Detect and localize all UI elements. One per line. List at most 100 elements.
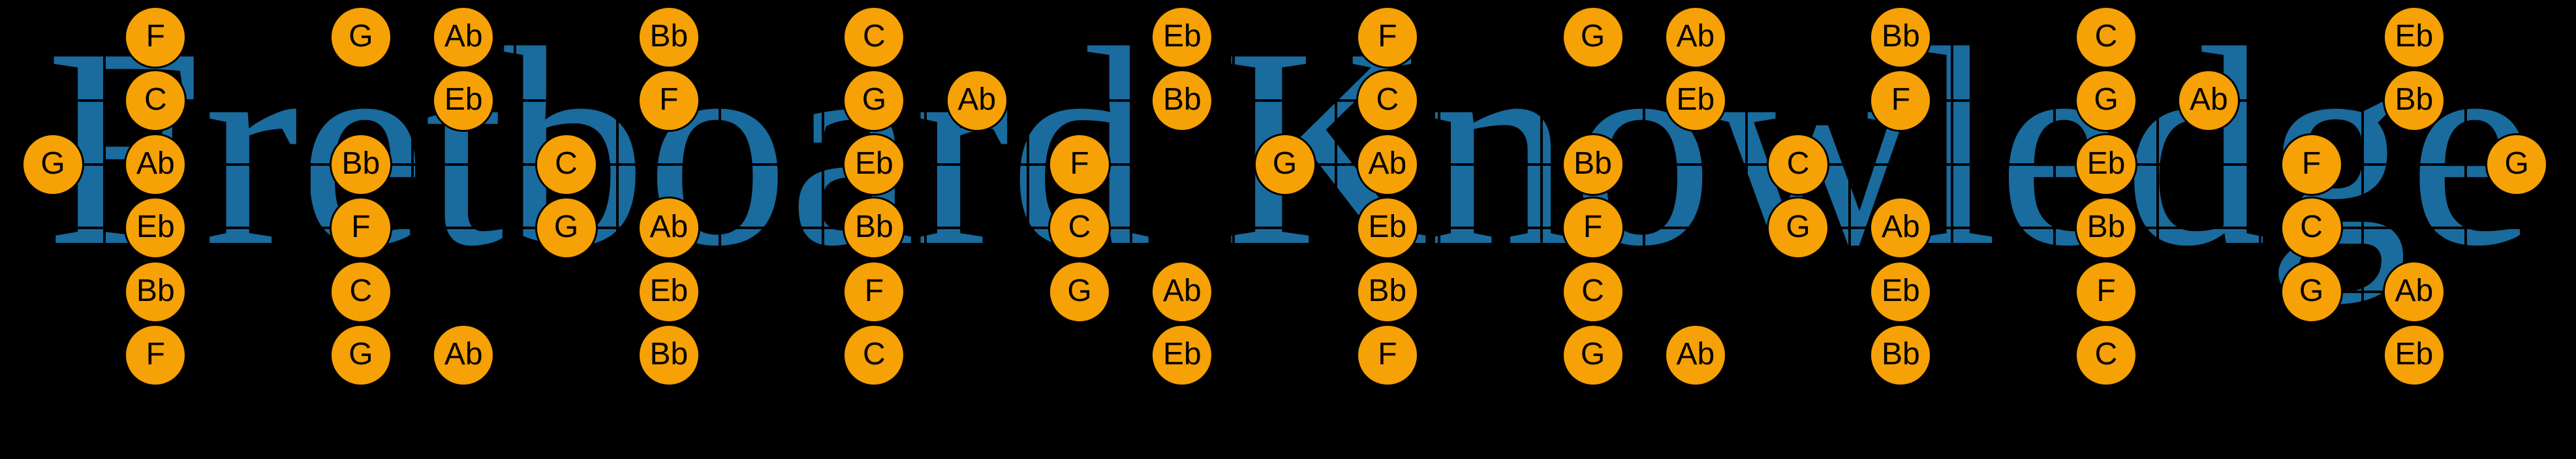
note-label: G [1580, 19, 1606, 54]
fret-line [1643, 36, 1646, 356]
note-label: Bb [1162, 82, 1202, 118]
note-label: G [861, 82, 887, 118]
note-marker: C [843, 324, 906, 387]
note-marker: G [329, 6, 392, 69]
note-marker: G [843, 69, 906, 133]
note-label: Eb [855, 146, 893, 181]
note-marker: C [2280, 197, 2343, 260]
note-marker: F [1356, 6, 1419, 69]
note-marker: F [1356, 324, 1419, 387]
note-marker: C [1048, 197, 1111, 260]
note-marker: Ab [432, 324, 495, 387]
note-label: C [1068, 210, 1091, 245]
note-label: Ab [1676, 337, 1715, 372]
fret-line [719, 36, 722, 356]
note-marker: Bb [637, 6, 700, 69]
fret-line [2361, 36, 2365, 356]
note-label: Bb [136, 273, 175, 308]
fret-line [1540, 36, 1543, 356]
note-label: Bb [2087, 210, 2126, 245]
note-label: G [349, 337, 373, 372]
fret-line [821, 36, 824, 356]
string-line [20, 227, 2556, 230]
note-marker: Eb [2382, 6, 2445, 69]
note-label: Bb [341, 146, 380, 181]
note-marker: G [2075, 69, 2137, 133]
note-label: F [1378, 337, 1397, 372]
note-marker: Ab [1356, 133, 1419, 196]
fret-line [1951, 36, 1954, 356]
fret-line [2464, 36, 2467, 356]
note-label: Eb [1368, 210, 1407, 245]
note-marker: G [535, 197, 598, 260]
note-label: G [40, 146, 65, 181]
fret-line [308, 36, 311, 356]
note-marker: Ab [1664, 324, 1727, 387]
note-marker: F [329, 197, 392, 260]
note-label: C [2094, 337, 2118, 372]
nut-line [102, 36, 106, 356]
note-label: Bb [1882, 19, 1920, 54]
note-marker: Eb [2382, 324, 2445, 387]
note-marker: G [2485, 133, 2549, 196]
note-label: Eb [1882, 273, 1920, 308]
note-marker: G [1767, 197, 1830, 260]
fret-line [513, 36, 516, 356]
note-label: F [146, 337, 165, 372]
note-label: Bb [2395, 82, 2434, 118]
note-marker: G [1048, 260, 1111, 323]
note-label: Eb [2395, 19, 2434, 54]
note-marker: Bb [1869, 6, 1932, 69]
note-label: C [555, 146, 578, 181]
note-marker: Ab [1664, 6, 1727, 69]
note-label: Bb [1882, 337, 1920, 372]
note-label: Bb [649, 19, 689, 54]
note-marker: Bb [1561, 133, 1624, 196]
note-label: Bb [1574, 146, 1612, 181]
note-label: C [2094, 19, 2118, 54]
note-marker: Ab [1869, 197, 1932, 260]
note-marker: Eb [432, 69, 495, 133]
note-marker: Eb [1664, 69, 1727, 133]
fret-line [1129, 36, 1132, 356]
note-marker: Ab [2177, 69, 2241, 133]
fret-line [411, 36, 414, 356]
note-marker: Bb [124, 260, 187, 323]
note-marker: G [329, 324, 392, 387]
note-marker: C [329, 260, 392, 323]
fret-line [1745, 36, 1748, 356]
fret-line [924, 36, 927, 356]
note-marker: Ab [1151, 260, 1214, 323]
note-marker: Bb [1151, 69, 1214, 133]
note-marker: Bb [843, 197, 906, 260]
note-label: G [1786, 210, 1810, 245]
note-label: Ab [444, 337, 483, 372]
fret-line [1437, 36, 1440, 356]
note-label: Eb [1676, 82, 1715, 118]
note-marker: Bb [1356, 260, 1419, 323]
note-label: Ab [1676, 19, 1715, 54]
note-marker: F [1048, 133, 1111, 196]
note-marker: C [1356, 69, 1419, 133]
note-marker: Eb [124, 197, 187, 260]
note-marker: C [1767, 133, 1830, 196]
note-marker: Ab [432, 6, 495, 69]
note-label: G [1067, 273, 1092, 308]
note-marker: G [1561, 324, 1624, 387]
note-label: F [1583, 210, 1603, 245]
note-label: F [1378, 19, 1397, 54]
note-marker: Eb [843, 133, 906, 196]
fret-line [1232, 36, 1235, 356]
note-label: Bb [1368, 273, 1407, 308]
note-marker: Eb [1869, 260, 1932, 323]
note-label: Eb [1162, 337, 1202, 372]
note-marker: Ab [2382, 260, 2445, 323]
note-marker: Bb [2075, 197, 2137, 260]
note-marker: Eb [1151, 6, 1214, 69]
note-marker: C [2075, 324, 2137, 387]
fret-line [1335, 36, 1338, 356]
note-marker: C [1561, 260, 1624, 323]
note-label: F [2301, 146, 2321, 181]
note-label: F [864, 273, 884, 308]
